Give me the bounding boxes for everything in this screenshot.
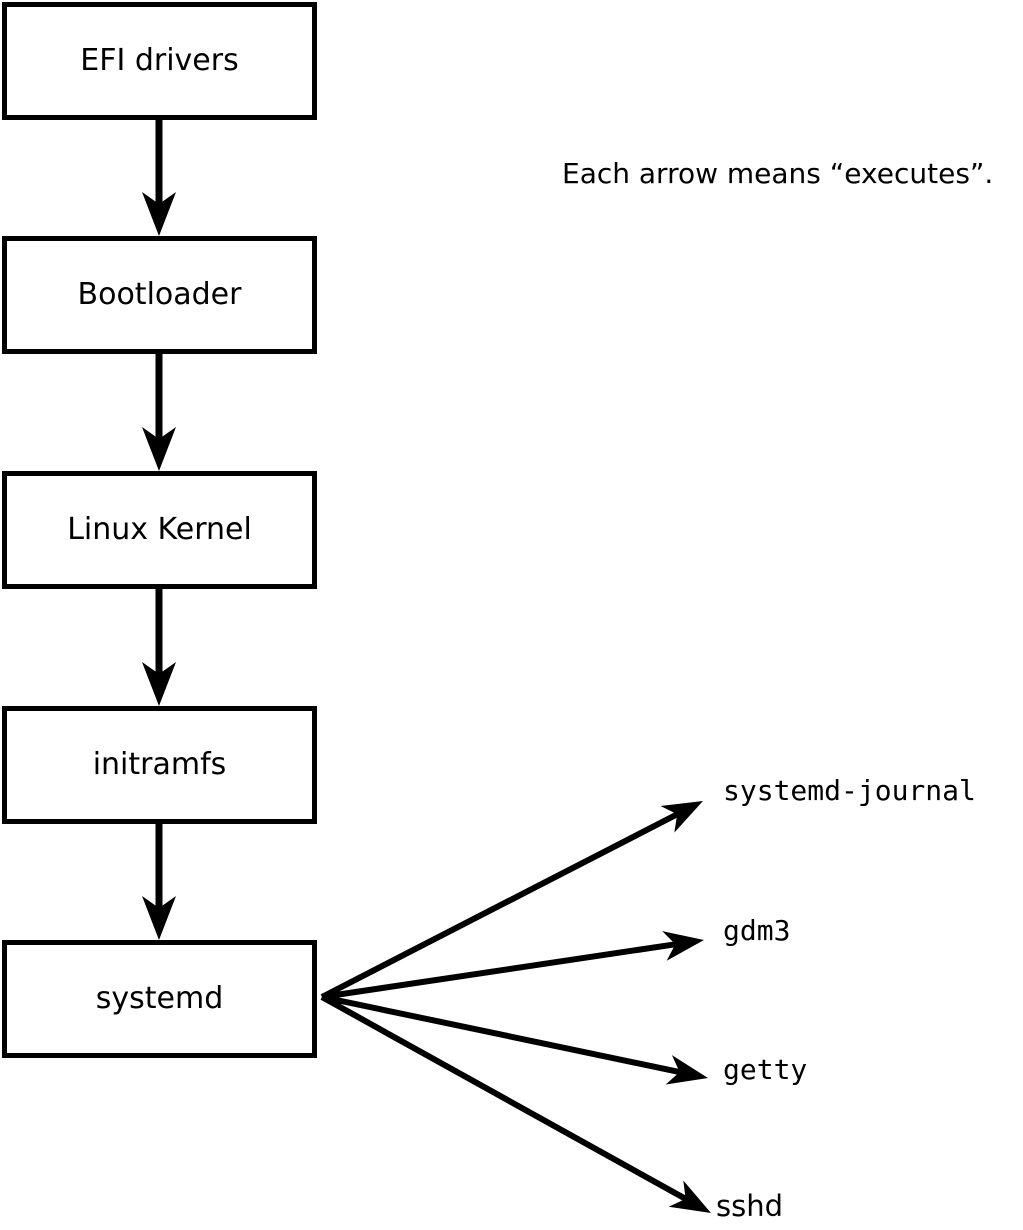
diagram-caption: Each arrow means “executes”. bbox=[562, 157, 994, 190]
fan-arrowhead-sshd bbox=[668, 1180, 711, 1213]
fan-arrow-shaft-gdm3 bbox=[321, 941, 676, 1000]
stage-box-initramfs[interactable]: initramfs bbox=[2, 706, 317, 824]
stage-label-initramfs: initramfs bbox=[92, 747, 227, 782]
fan-arrow-shaft-getty bbox=[321, 994, 681, 1075]
stage-label-bootloader: Bootloader bbox=[77, 277, 242, 312]
service-label-getty: getty bbox=[723, 1053, 808, 1086]
chain-arrowhead-initramfs-to-systemd bbox=[142, 896, 176, 940]
chain-arrowhead-kernel-to-initramfs bbox=[142, 662, 176, 706]
stage-box-efi-drivers[interactable]: EFI drivers bbox=[2, 2, 317, 120]
fan-arrowhead-systemd-journal bbox=[660, 801, 703, 833]
fan-arrow-shaft-systemd-journal bbox=[320, 811, 679, 1000]
service-label-gdm3: gdm3 bbox=[723, 914, 791, 947]
stage-box-linux-kernel[interactable]: Linux Kernel bbox=[2, 471, 317, 589]
stage-label-efi-drivers: EFI drivers bbox=[80, 43, 239, 78]
stage-box-systemd[interactable]: systemd bbox=[2, 940, 317, 1058]
fan-arrow-shaft-sshd bbox=[320, 994, 688, 1202]
stage-label-linux-kernel: Linux Kernel bbox=[67, 512, 252, 547]
fan-arrowhead-getty bbox=[665, 1055, 708, 1085]
service-label-sshd: sshd bbox=[716, 1189, 784, 1223]
service-label-systemd-journal: systemd-journal bbox=[723, 774, 976, 807]
stage-box-bootloader[interactable]: Bootloader bbox=[2, 236, 317, 354]
chain-arrowhead-bootloader-to-kernel bbox=[142, 427, 176, 471]
chain-arrowhead-efi-to-bootloader bbox=[142, 192, 176, 236]
fan-arrowhead-gdm3 bbox=[662, 931, 704, 961]
stage-label-systemd: systemd bbox=[95, 981, 224, 1016]
